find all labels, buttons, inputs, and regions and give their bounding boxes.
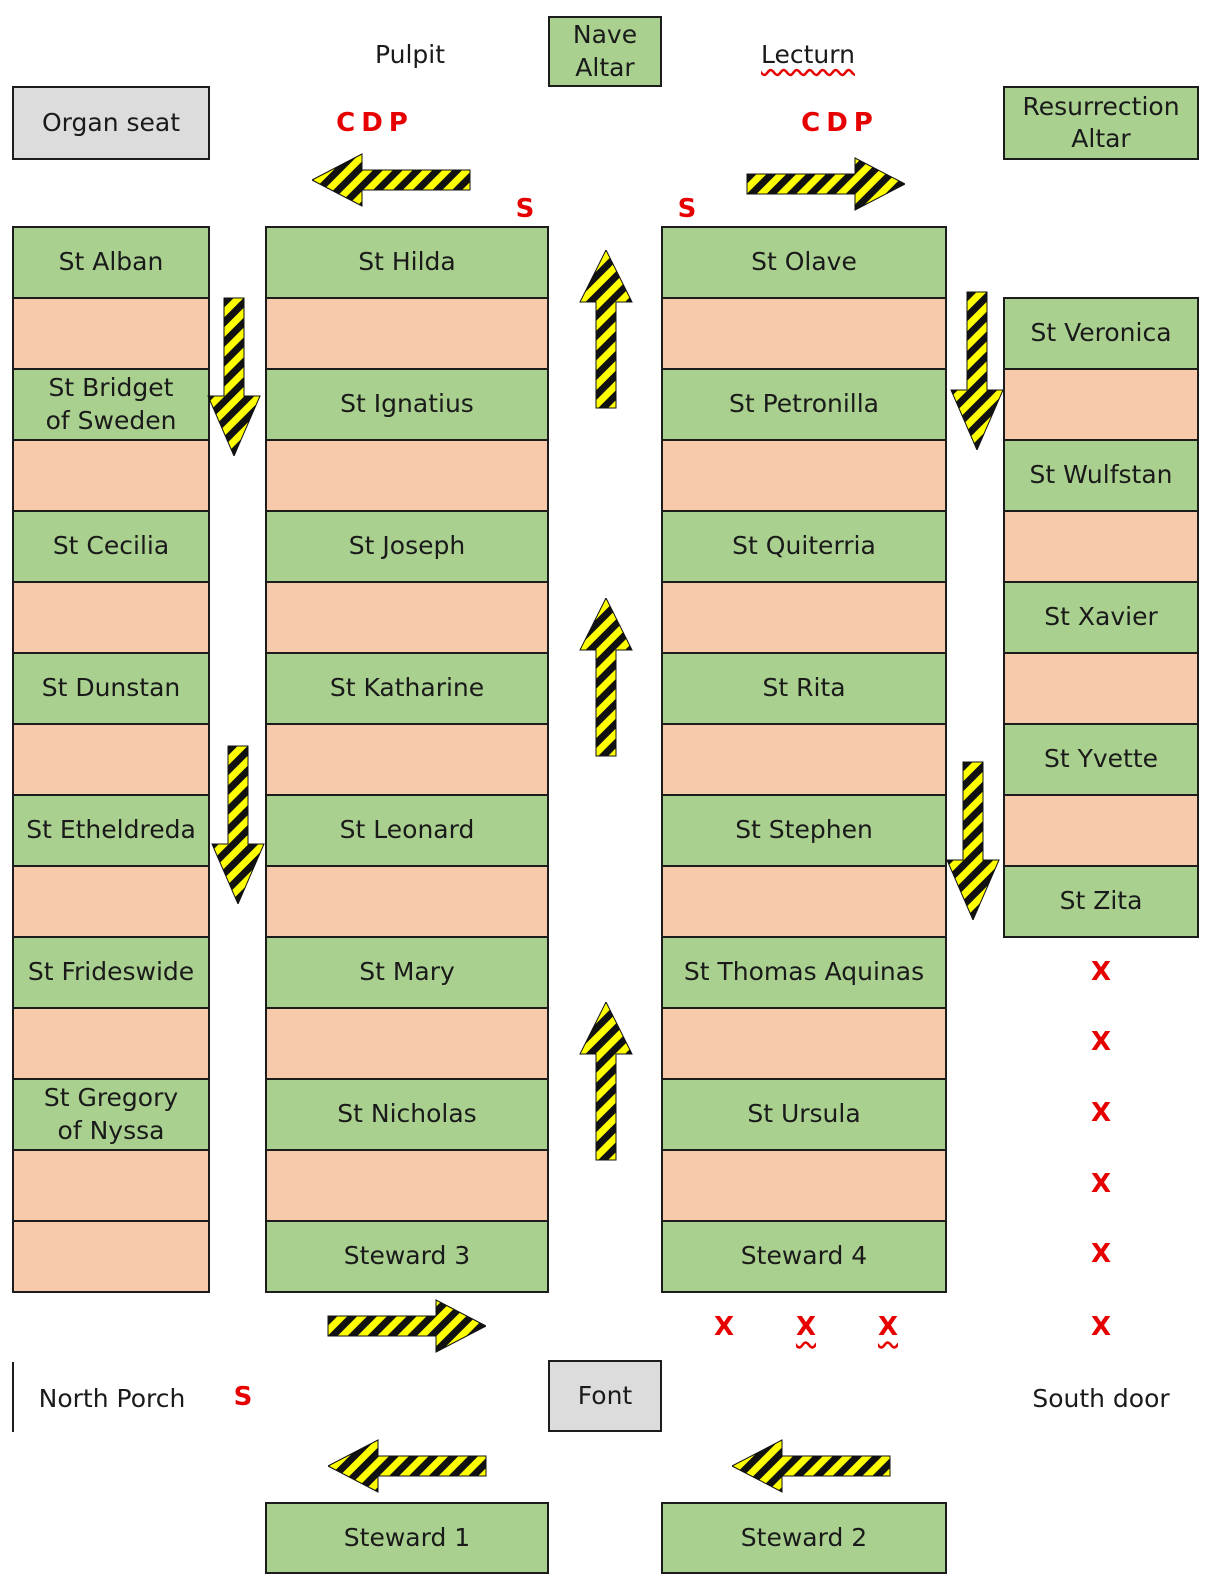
empty-pew-row — [663, 725, 945, 796]
steward-2: Steward 2 — [661, 1502, 947, 1574]
pew-column-far-right: St Veronica St Wulfstan St Xavier St Yvette… — [1003, 297, 1199, 938]
x-marker: X — [1090, 1169, 1112, 1199]
hazard-arrow-right — [327, 1299, 486, 1353]
empty-pew-row — [663, 441, 945, 512]
pew-row: St Veronica — [1005, 299, 1197, 370]
pulpit-label: Pulpit — [374, 39, 446, 69]
hazard-arrow-down — [950, 291, 1004, 450]
hazard-arrow-left — [732, 1439, 891, 1493]
hazard-arrow-left — [328, 1439, 487, 1493]
hazard-arrow-left — [312, 153, 471, 207]
empty-pew-row — [14, 867, 208, 938]
empty-pew-row — [267, 725, 547, 796]
hazard-arrow-up — [579, 598, 633, 757]
pew-row: St Mary — [267, 938, 547, 1009]
x-marker: X — [1090, 1027, 1112, 1057]
pew-row: St Stephen — [663, 796, 945, 867]
pew-row: St Wulfstan — [1005, 441, 1197, 512]
s-marker-porch: S — [233, 1382, 253, 1412]
hazard-arrow-down — [946, 761, 1000, 920]
empty-pew-row — [267, 1009, 547, 1080]
empty-pew-row — [14, 1009, 208, 1080]
empty-pew-row — [14, 441, 208, 512]
pew-row: St Thomas Aquinas — [663, 938, 945, 1009]
hazard-arrow-up — [579, 1002, 633, 1161]
empty-pew-row — [267, 867, 547, 938]
pew-row: St Alban — [14, 228, 208, 299]
s-marker-right: S — [677, 194, 697, 224]
hazard-arrow-down — [211, 745, 265, 904]
empty-pew-row — [663, 867, 945, 938]
pew-column-inner-left: St Hilda St Ignatius St Joseph St Katharine… — [265, 226, 549, 1293]
organ-seat: Organ seat — [12, 86, 210, 160]
south-door-label: South door — [1032, 1383, 1170, 1413]
empty-pew-row — [267, 583, 547, 654]
x-marker: X — [1090, 1098, 1112, 1128]
hazard-arrow-up — [579, 250, 633, 409]
steward-1: Steward 1 — [265, 1502, 549, 1574]
hazard-arrow-right — [746, 157, 905, 211]
empty-pew-row — [1005, 654, 1197, 725]
pew-row: St Rita — [663, 654, 945, 725]
pew-row: St Frideswide — [14, 938, 208, 1009]
empty-pew-row — [14, 299, 208, 370]
empty-pew-row — [1005, 370, 1197, 441]
cdp-right-marker: CDP — [801, 108, 879, 138]
empty-pew-row — [14, 583, 208, 654]
pew-row: St Ursula — [663, 1080, 945, 1151]
nave-altar: Nave Altar — [548, 16, 662, 87]
pew-row: St Bridget of Sweden — [14, 370, 208, 441]
empty-pew-row — [1005, 512, 1197, 583]
pew-row: St Nicholas — [267, 1080, 547, 1151]
hazard-arrow-down — [207, 297, 261, 456]
pew-row: St Cecilia — [14, 512, 208, 583]
pew-row: St Etheldreda — [14, 796, 208, 867]
empty-pew-row — [663, 1151, 945, 1222]
empty-pew-row — [267, 1151, 547, 1222]
x-marker: X — [1090, 1239, 1112, 1269]
pew-column-inner-right: St Olave St Petronilla St Quiterria St Rita… — [661, 226, 947, 1293]
pew-row: St Leonard — [267, 796, 547, 867]
empty-pew-row — [663, 1009, 945, 1080]
x-marker: X — [1090, 1312, 1112, 1342]
pew-row: St Gregory of Nyssa — [14, 1080, 208, 1151]
lecturn-label: Lecturn — [761, 39, 855, 69]
pew-row: St Katharine — [267, 654, 547, 725]
pew-row: St Yvette — [1005, 725, 1197, 796]
cdp-left-marker: CDP — [336, 108, 414, 138]
north-porch-label: North Porch — [38, 1383, 186, 1413]
pew-row: St Xavier — [1005, 583, 1197, 654]
pew-row: Steward 4 — [663, 1222, 945, 1293]
pew-row: St Joseph — [267, 512, 547, 583]
x-marker: X — [795, 1312, 817, 1342]
empty-pew-row — [663, 299, 945, 370]
pew-row: Steward 3 — [267, 1222, 547, 1293]
empty-pew-row — [267, 441, 547, 512]
x-marker: X — [713, 1312, 735, 1342]
empty-pew-row — [14, 725, 208, 796]
pew-row: St Ignatius — [267, 370, 547, 441]
empty-pew-row — [267, 299, 547, 370]
font: Font — [548, 1360, 662, 1432]
pew-row: St Olave — [663, 228, 945, 299]
empty-pew-row — [1005, 796, 1197, 867]
pew-row: St Zita — [1005, 867, 1197, 938]
pew-row: St Dunstan — [14, 654, 208, 725]
empty-pew-row — [663, 583, 945, 654]
x-marker: X — [877, 1312, 899, 1342]
pew-row: St Petronilla — [663, 370, 945, 441]
empty-pew-row — [14, 1151, 208, 1222]
pew-row: St Quiterria — [663, 512, 945, 583]
s-marker-left: S — [515, 194, 535, 224]
empty-pew-row — [14, 1222, 208, 1293]
north-porch-wall — [12, 1362, 14, 1432]
resurrection-altar: Resurrection Altar — [1003, 86, 1199, 160]
x-marker: X — [1090, 957, 1112, 987]
pew-row: St Hilda — [267, 228, 547, 299]
